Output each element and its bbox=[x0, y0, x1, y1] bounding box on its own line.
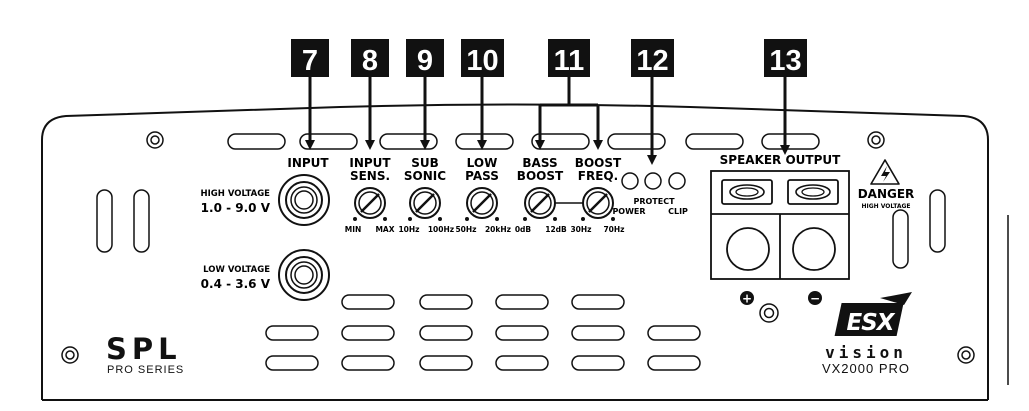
svg-text:+: + bbox=[742, 292, 752, 306]
power-led-label: POWER bbox=[612, 207, 645, 216]
svg-text:10: 10 bbox=[466, 45, 498, 77]
panel-outline bbox=[41, 103, 989, 400]
low-voltage-input-jack[interactable] bbox=[278, 249, 330, 301]
high-voltage-warning-icon bbox=[870, 159, 900, 185]
clip-led bbox=[668, 172, 686, 190]
speaker-output-terminal-block bbox=[710, 170, 850, 280]
bass-boost-max: 12dB bbox=[545, 225, 567, 234]
boost-freq-label-line2: FREQ. bbox=[578, 169, 618, 183]
svg-text:8: 8 bbox=[362, 45, 378, 77]
spl-logo-text: SPL bbox=[106, 332, 182, 366]
input-sens-label-line1: INPUT bbox=[349, 156, 391, 170]
bass-boost-knob[interactable] bbox=[524, 187, 556, 219]
esx-logo: ESX bbox=[834, 292, 912, 336]
low-pass-knob[interactable] bbox=[466, 187, 498, 219]
sub-sonic-min: 10Hz bbox=[398, 225, 419, 234]
speaker-terminal-positive[interactable] bbox=[726, 227, 770, 271]
screw-center bbox=[759, 303, 779, 323]
clip-led-label: CLIP bbox=[668, 207, 688, 216]
power-led bbox=[621, 172, 639, 190]
sub-sonic-label-line2: SONIC bbox=[404, 169, 446, 183]
low-pass-max: 20kHz bbox=[485, 225, 511, 234]
high-voltage-input-jack[interactable] bbox=[278, 174, 330, 226]
speaker-terminal-screw-left[interactable] bbox=[721, 179, 773, 205]
vent-slots-side bbox=[96, 189, 946, 269]
callout-arrows bbox=[305, 77, 790, 165]
svg-text:12: 12 bbox=[636, 45, 668, 77]
boost-freq-min: 30Hz bbox=[570, 225, 591, 234]
screw-bottom-right bbox=[957, 346, 975, 364]
low-pass-min: 50Hz bbox=[455, 225, 476, 234]
svg-text:−: − bbox=[810, 292, 820, 306]
danger-subtitle: HIGH VOLTAGE bbox=[861, 203, 910, 210]
high-voltage-range: 1.0 - 9.0 V bbox=[201, 201, 271, 215]
callout-12: 12 bbox=[631, 39, 674, 77]
svg-text:13: 13 bbox=[769, 45, 801, 77]
svg-text:7: 7 bbox=[302, 45, 318, 77]
danger-title: DANGER bbox=[858, 187, 915, 201]
input-sens-min: MIN bbox=[345, 225, 362, 234]
pro-series-text: PRO SERIES bbox=[107, 364, 184, 376]
model-text: VX2000 PRO bbox=[822, 361, 910, 376]
callout-11: 11 bbox=[548, 39, 590, 77]
callout-7: 7 bbox=[291, 39, 329, 77]
svg-text:9: 9 bbox=[417, 45, 433, 77]
sub-sonic-knob[interactable] bbox=[409, 187, 441, 219]
input-sens-label-line2: SENS. bbox=[350, 169, 390, 183]
svg-text:ESX: ESX bbox=[846, 310, 895, 336]
bass-boost-label-line2: BOOST bbox=[517, 169, 564, 183]
screw-top-right bbox=[867, 131, 885, 149]
callout-8: 8 bbox=[351, 39, 389, 77]
speaker-terminal-negative[interactable] bbox=[792, 227, 836, 271]
input-sens-max: MAX bbox=[375, 225, 394, 234]
low-pass-label-line2: PASS bbox=[465, 169, 499, 183]
low-pass-label-line1: LOW bbox=[467, 156, 498, 170]
vision-text: vision bbox=[825, 343, 907, 362]
plus-icon: + bbox=[740, 291, 754, 306]
knob-range-dots bbox=[353, 217, 615, 221]
speaker-terminal-screw-right[interactable] bbox=[787, 179, 839, 205]
screw-top-left bbox=[146, 131, 164, 149]
callout-10: 10 bbox=[461, 39, 504, 77]
protect-led-label: PROTECT bbox=[633, 197, 675, 206]
input-sens-knob[interactable] bbox=[354, 187, 386, 219]
bass-boost-label-line1: BASS bbox=[522, 156, 557, 170]
sub-sonic-max: 100Hz bbox=[428, 225, 454, 234]
speaker-output-title: SPEAKER OUTPUT bbox=[720, 153, 842, 167]
bass-boost-min: 0dB bbox=[515, 225, 532, 234]
boost-freq-label-line1: BOOST bbox=[575, 156, 622, 170]
callout-13: 13 bbox=[764, 39, 807, 77]
minus-icon: − bbox=[808, 291, 822, 306]
sub-sonic-label-line1: SUB bbox=[411, 156, 439, 170]
low-voltage-label: LOW VOLTAGE bbox=[203, 265, 270, 275]
high-voltage-label: HIGH VOLTAGE bbox=[201, 189, 271, 199]
boost-freq-max: 70Hz bbox=[603, 225, 624, 234]
vent-slots-bottom bbox=[265, 294, 701, 371]
input-title: INPUT bbox=[287, 156, 329, 170]
callout-9: 9 bbox=[406, 39, 444, 77]
screw-bottom-left bbox=[61, 346, 79, 364]
vent-slots-top bbox=[227, 133, 820, 150]
protect-led bbox=[644, 172, 662, 190]
boost-freq-knob[interactable] bbox=[582, 187, 614, 219]
low-voltage-range: 0.4 - 3.6 V bbox=[201, 277, 271, 291]
svg-text:11: 11 bbox=[554, 45, 585, 77]
